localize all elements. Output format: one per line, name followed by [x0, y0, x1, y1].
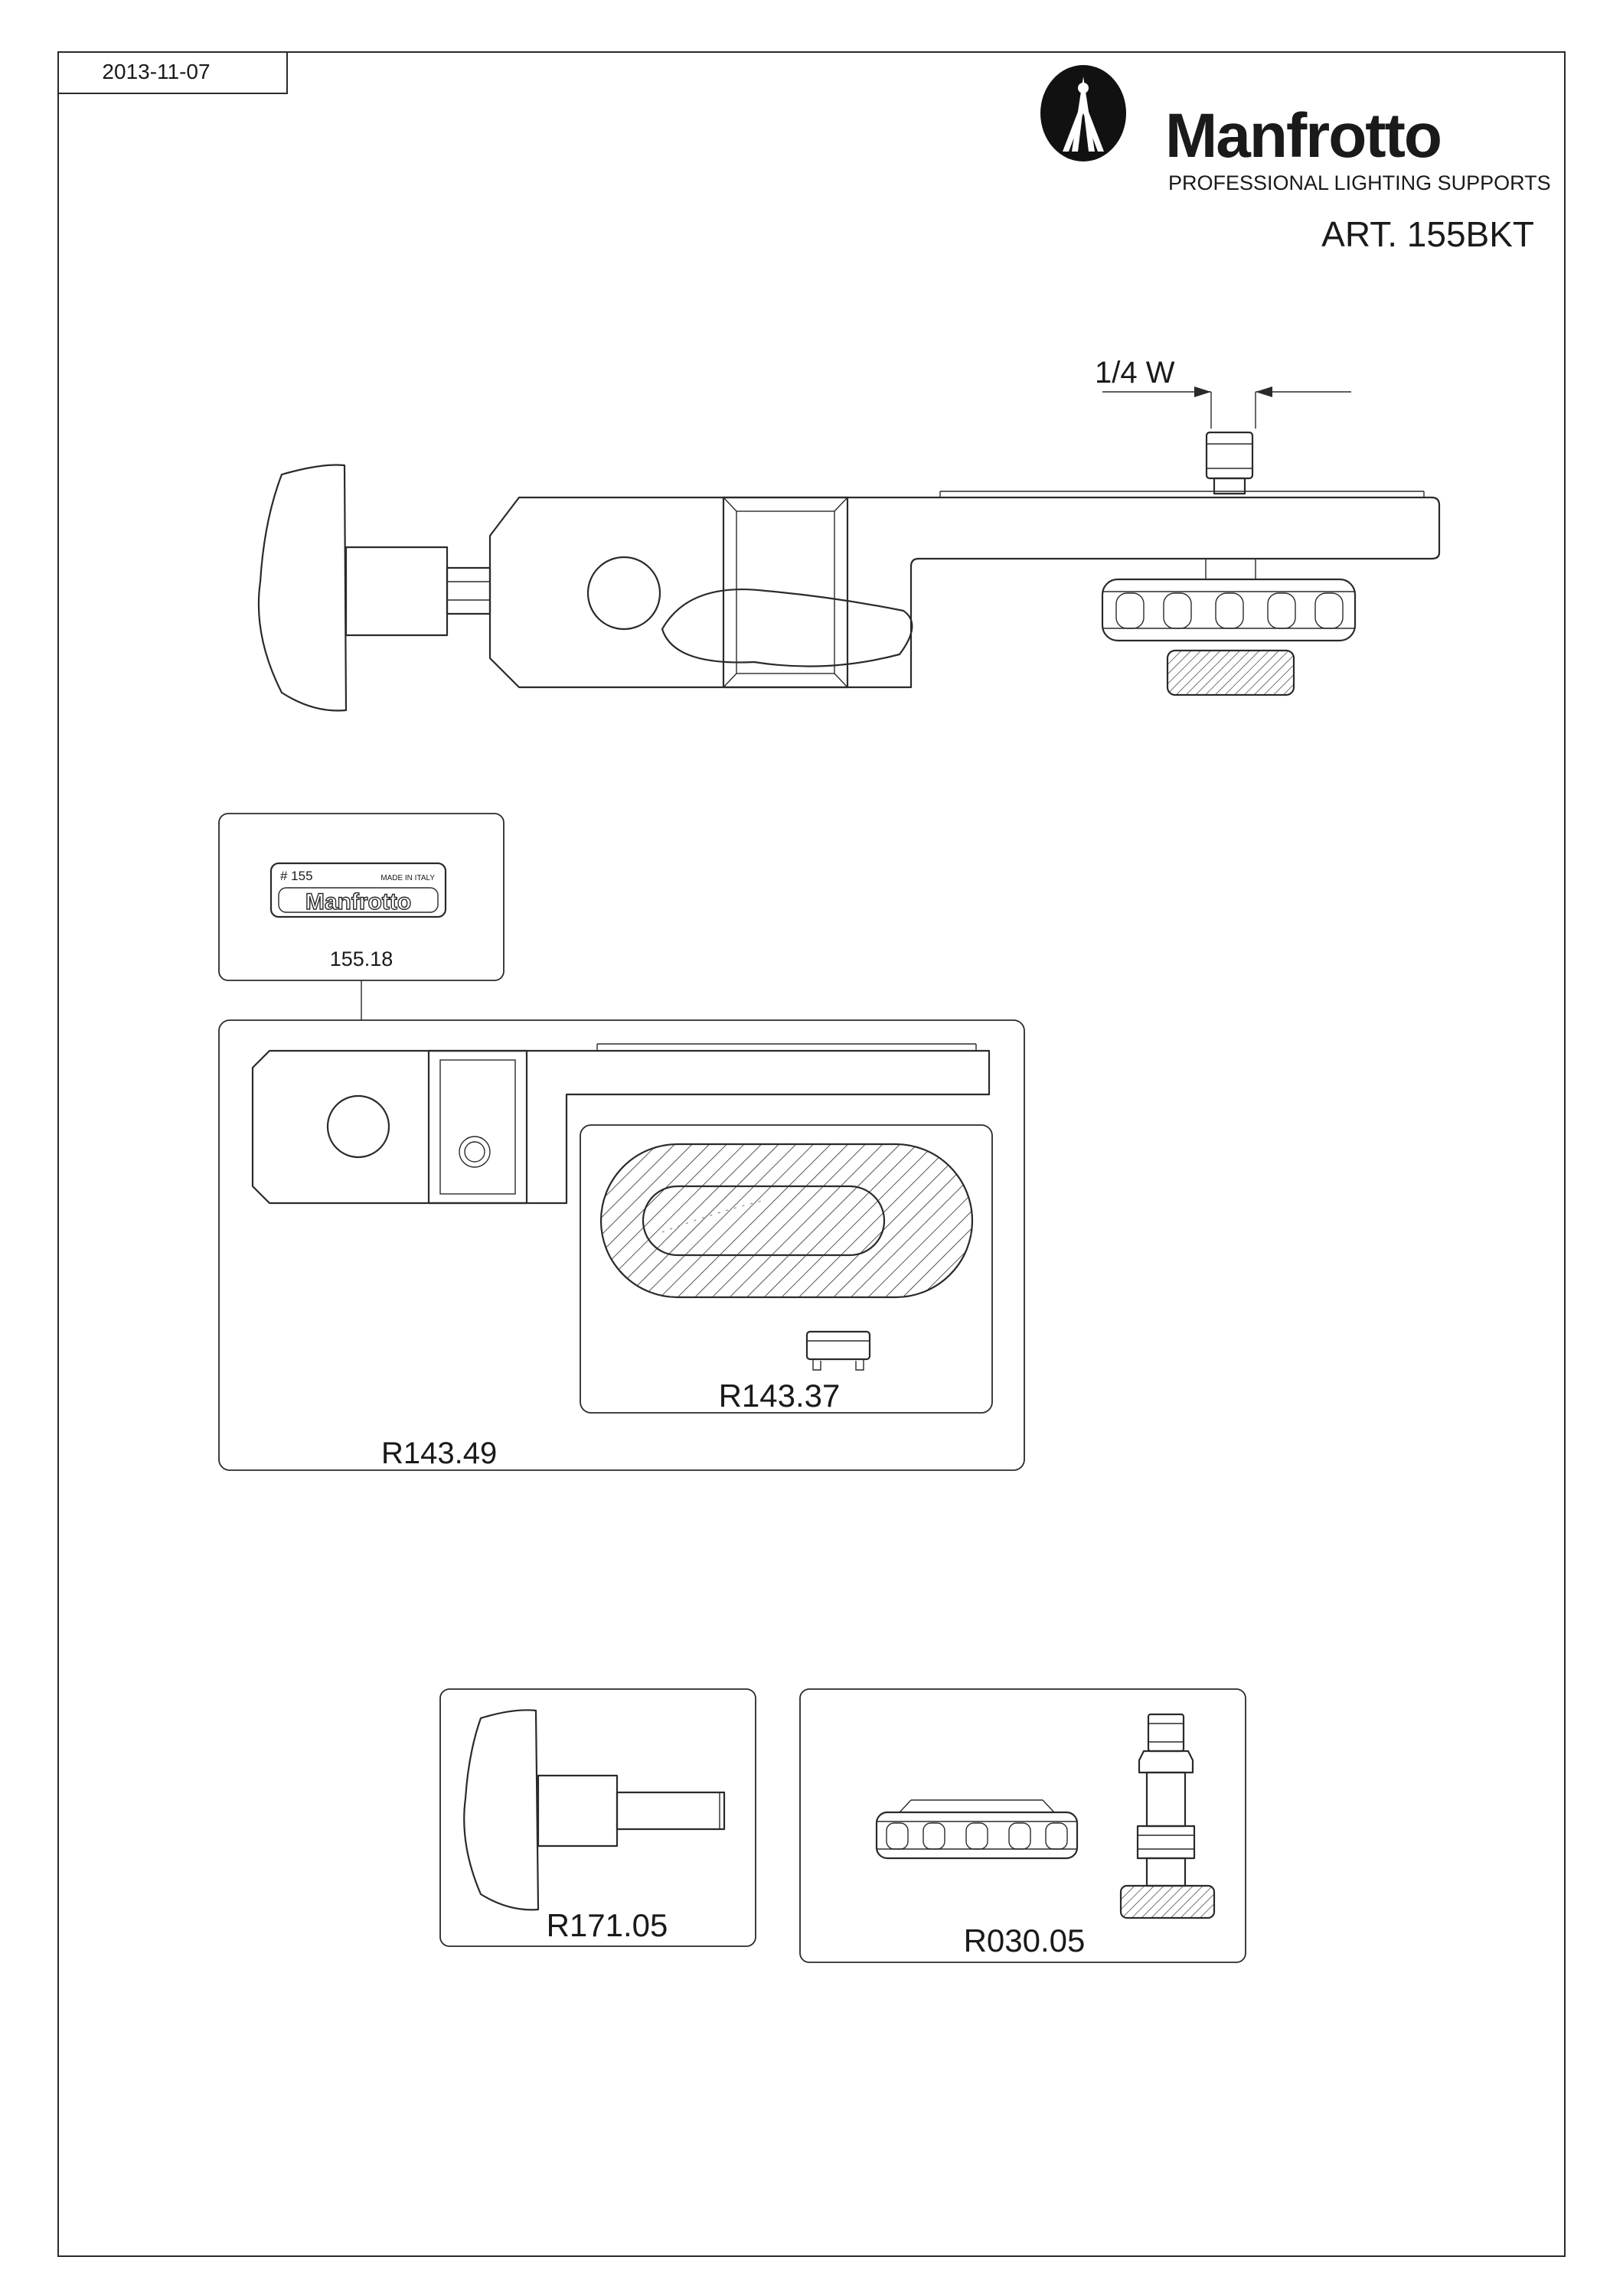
article-number: ART. 155BKT	[1321, 214, 1534, 254]
slot-part-code: R143.37	[719, 1378, 841, 1414]
slot-part-box: R143.37	[580, 1124, 993, 1414]
thread-dimension-label: 1/4 W	[1095, 356, 1175, 390]
date-box	[58, 52, 288, 94]
assembled-bracket-view: 1/4 W	[257, 356, 1441, 712]
bracket-part-code: R143.49	[381, 1437, 497, 1470]
knob-part-code: R171.05	[547, 1907, 668, 1943]
date-stamp: 2013-11-07	[102, 60, 210, 83]
bracket-part-box: R143.49	[218, 1019, 1025, 1471]
stud-part-code: R030.05	[964, 1923, 1086, 1958]
label-plate-origin: MADE IN ITALY	[380, 874, 435, 882]
label-plate-brand: Manfrotto	[305, 889, 411, 915]
label-plate-detail: # 155 MADE IN ITALY Manfrotto 155.18	[218, 813, 505, 1020]
manfrotto-tripod-logo-icon	[1040, 65, 1126, 161]
knob-part-box: R171.05	[439, 1688, 756, 1947]
brand-subtitle: PROFESSIONAL LIGHTING SUPPORTS	[1168, 171, 1551, 194]
label-plate-number: # 155	[280, 869, 313, 883]
label-plate-code: 155.18	[330, 947, 394, 970]
brand-wordmark: Manfrotto	[1165, 101, 1441, 171]
sheet-border	[57, 51, 1566, 2257]
stud-part-box: R030.05	[799, 1688, 1246, 1963]
